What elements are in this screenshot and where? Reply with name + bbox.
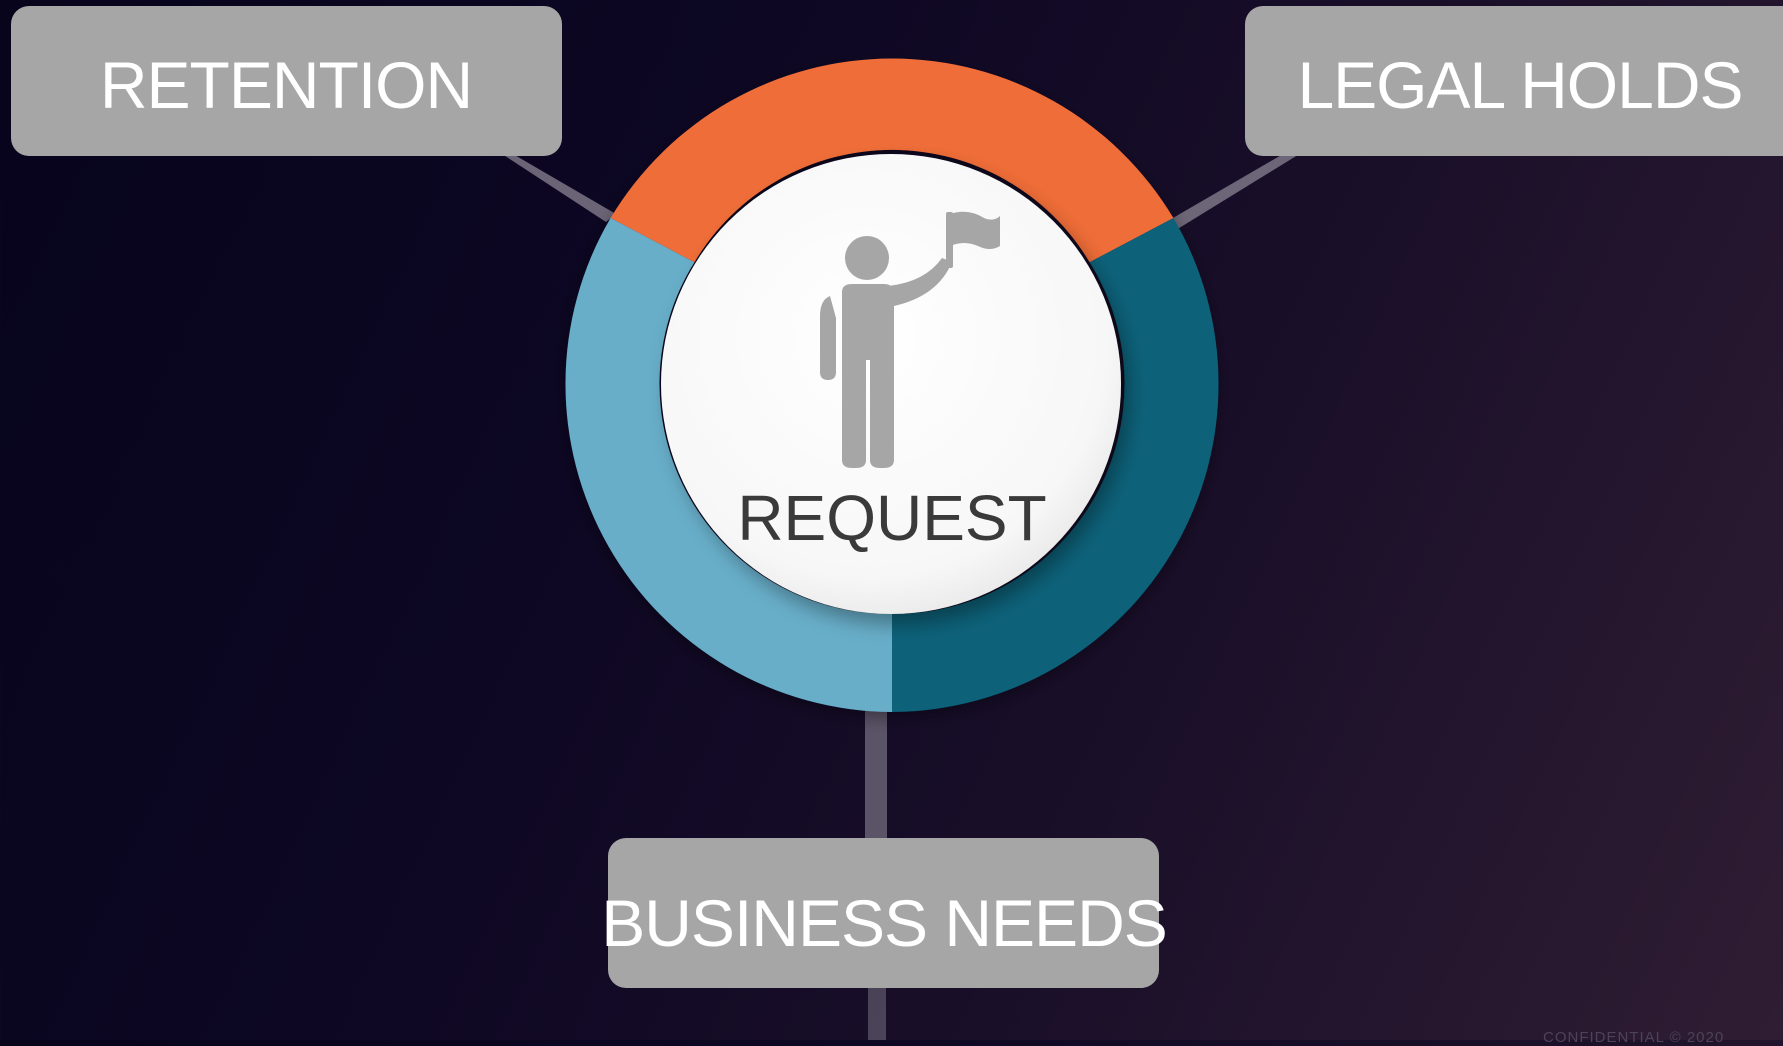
node-legal-holds: LEGAL HOLDS [1245,6,1783,156]
person-with-flag-icon [820,211,1000,468]
node-legal-holds-label: LEGAL HOLDS [1297,48,1742,122]
node-business-needs-label: BUSINESS NEEDS [601,886,1167,960]
segment-light-blue [565,218,892,712]
connector-business-needs-tail [868,986,886,1040]
ring [565,58,1219,712]
node-retention-label: RETENTION [100,48,472,122]
connector-business-needs [865,700,887,840]
connector-retention [496,150,616,222]
segment-orange [610,58,1174,263]
segment-dark-teal [892,218,1219,712]
confidential-footer: CONFIDENTIAL © 2020 [1543,1029,1725,1046]
node-business-needs: BUSINESS NEEDS [601,838,1168,988]
center-label: REQUEST [737,482,1046,554]
node-retention: RETENTION [11,6,562,156]
connectors [496,150,1306,1040]
connector-legal-holds [1166,150,1306,230]
